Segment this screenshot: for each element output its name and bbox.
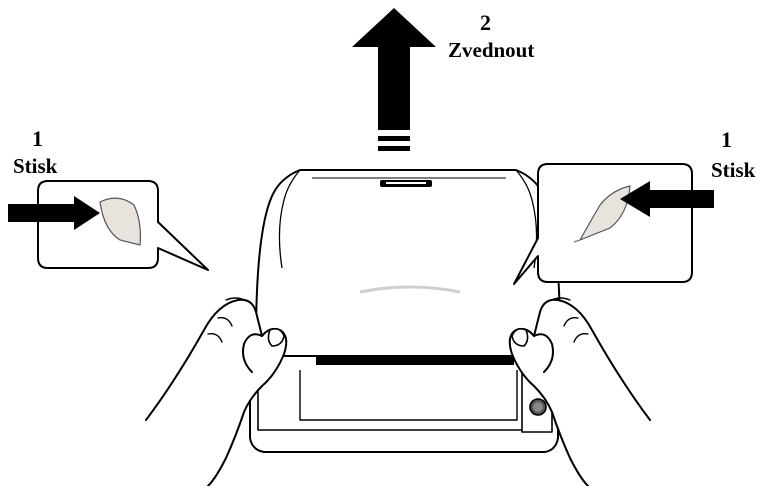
up-arrow-icon	[352, 8, 436, 151]
right-press-step-label: Stisk	[711, 160, 755, 181]
printer-lid	[256, 170, 560, 356]
left-press-step-label: Stisk	[13, 156, 57, 177]
right-callout	[514, 164, 714, 284]
printer-base	[250, 355, 558, 452]
right-press-step-number: 1	[721, 129, 732, 151]
lift-step-number: 2	[480, 12, 491, 34]
left-callout	[8, 181, 208, 270]
lift-step-label: Zvednout	[448, 40, 534, 61]
left-press-step-number: 1	[32, 128, 43, 150]
